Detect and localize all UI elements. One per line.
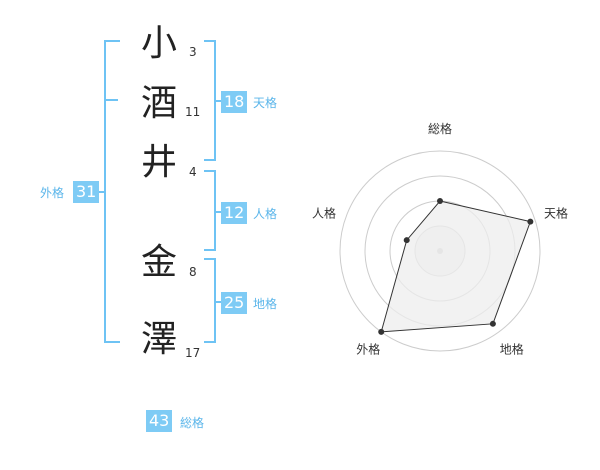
name-char-3: 井 <box>141 142 178 183</box>
name-char-1: 小 <box>141 23 178 64</box>
tenkaku-bracket-mid <box>216 100 222 102</box>
radar-point-3 <box>378 328 385 335</box>
chikaku-bracket <box>204 258 216 343</box>
radar-axis-label-2: 地格 <box>500 342 524 357</box>
jinkaku-value-badge: 12 <box>221 202 248 224</box>
stroke-count-3: 4 <box>189 165 197 179</box>
name-char-4: 金 <box>141 242 178 283</box>
radar-axis-label-3: 外格 <box>356 342 380 357</box>
tenkaku-value-badge: 18 <box>221 91 248 113</box>
radar-point-0 <box>437 198 443 204</box>
stroke-count-2: 11 <box>185 105 201 119</box>
chikaku-value-badge: 25 <box>221 292 248 314</box>
stroke-count-4: 8 <box>189 265 197 279</box>
tenkaku-label: 天格 <box>253 96 278 110</box>
radar-point-4 <box>403 237 410 244</box>
name-char-5: 澤 <box>141 319 178 360</box>
radar-area <box>380 200 532 333</box>
radar-point-2 <box>489 320 496 327</box>
gaikaku-value-badge: 31 <box>73 181 100 203</box>
jinkaku-bracket <box>204 170 216 251</box>
name-char-2: 酒 <box>141 83 178 124</box>
gaikaku-bracket <box>104 40 120 343</box>
radar-axis-label-0: 総格 <box>428 121 452 136</box>
soukaku-label: 総格 <box>180 416 205 430</box>
tenkaku-bracket <box>204 40 216 161</box>
gaikaku-bracket-tick <box>104 99 118 101</box>
stroke-count-1: 3 <box>189 45 197 59</box>
chikaku-label: 地格 <box>253 297 278 311</box>
jinkaku-bracket-mid <box>216 211 222 213</box>
radar-point-1 <box>527 218 534 225</box>
chikaku-bracket-mid <box>216 301 222 303</box>
jinkaku-label: 人格 <box>253 207 278 221</box>
radar-axis-label-1: 天格 <box>544 205 568 220</box>
gaikaku-bracket-mid <box>96 191 104 193</box>
soukaku-value-badge: 43 <box>146 410 173 432</box>
gaikaku-label: 外格 <box>40 186 65 200</box>
stroke-count-5: 17 <box>185 346 201 360</box>
radar-axis-label-4: 人格 <box>312 205 336 220</box>
